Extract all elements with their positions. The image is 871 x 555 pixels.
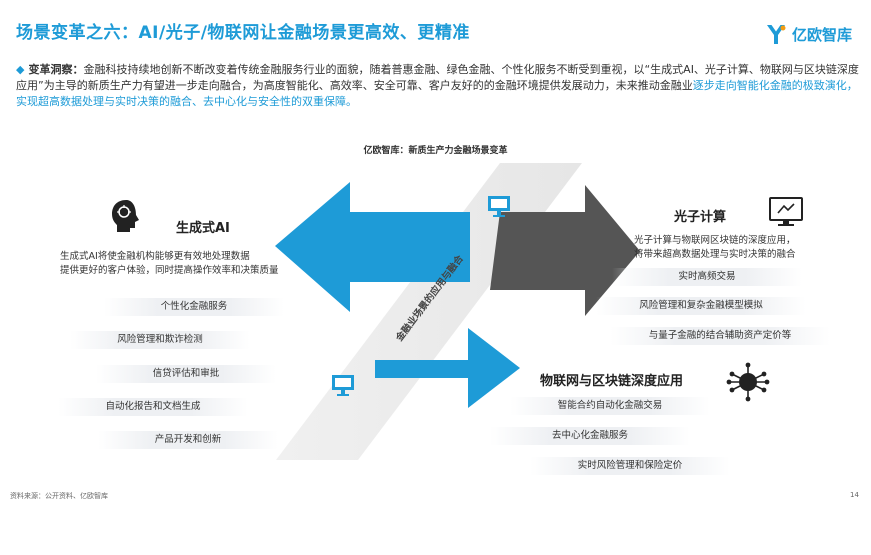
- photonic-item: 风险管理和复杂金融模型模拟: [596, 297, 806, 315]
- bullet-icon: ◆: [16, 63, 25, 76]
- arrow-right-gray: [490, 185, 640, 316]
- iot-item: 去中心化金融服务: [490, 427, 690, 445]
- monitor-icon: [332, 375, 354, 396]
- genai-item: 信贷评估和审批: [96, 365, 276, 383]
- photonic-description: 光子计算与物联网区块链的深度应用， 将带来超高数据处理与实时决策的融合: [634, 234, 796, 262]
- logo-text: 亿欧智库: [792, 25, 853, 44]
- genai-item: 自动化报告和文档生成: [58, 398, 248, 416]
- ai-head-icon: [112, 200, 139, 232]
- genai-item: 产品开发和创新: [98, 431, 278, 449]
- iot-item: 智能合约自动化金融交易: [510, 397, 710, 415]
- genai-title: 生成式AI: [176, 221, 230, 236]
- photonic-title: 光子计算: [674, 210, 727, 225]
- source-note: 资料来源：公开资料、亿欧智库: [10, 492, 108, 500]
- intro-lead: 变革洞察：: [28, 63, 84, 76]
- genai-item: 个性化金融服务: [104, 298, 284, 316]
- photonic-desc-line: 光子计算与物联网区块链的深度应用，: [634, 235, 796, 246]
- photonic-item: 与量子金融的结合辅助资产定价等: [610, 327, 830, 345]
- figure-subtitle: 亿欧智库：新质生产力金融场景变革: [363, 146, 508, 156]
- page-title: 场景变革之六：AI/光子/物联网让金融场景更高效、更精准: [16, 23, 470, 43]
- genai-item: 风险管理和欺诈检测: [70, 331, 250, 349]
- arrow-right-blue: [375, 328, 520, 408]
- arrow-left-blue: [275, 182, 470, 312]
- network-icon: [726, 362, 770, 402]
- intro-paragraph: ◆变革洞察：金融科技持续地创新不断改变着传统金融服务行业的面貌，随着普惠金融、绿…: [16, 62, 866, 110]
- genai-desc-line: 生成式AI将使金融机构能够更有效地处理数据: [60, 251, 250, 262]
- photonic-desc-line: 将带来超高数据处理与实时决策的融合: [634, 249, 796, 260]
- computer-icon: [769, 197, 803, 226]
- iot-title: 物联网与区块链深度应用: [540, 374, 684, 389]
- genai-desc-line: 提供更好的客户体验，同时提高操作效率和决策质量: [60, 265, 279, 276]
- brand-logo: 亿欧智库: [765, 22, 852, 46]
- intro-text: 金融科技持续地创新不断改变着传统金融服务行业的面貌，随着普惠金融、绿色金融、个性…: [16, 63, 859, 92]
- logo-mark-icon: [767, 25, 786, 44]
- genai-description: 生成式AI将使金融机构能够更有效地处理数据 提供更好的客户体验，同时提高操作效率…: [60, 250, 279, 278]
- intro-highlight: 逐步走向智能化金融的极致演化，实现超高数据处理与实时决策的融合、去中心化与安全性…: [16, 79, 858, 108]
- monitor-icon: [488, 196, 510, 217]
- iot-item: 实时风险管理和保险定价: [530, 457, 730, 475]
- page-number: 14: [850, 491, 859, 499]
- photonic-item: 实时高频交易: [612, 268, 802, 286]
